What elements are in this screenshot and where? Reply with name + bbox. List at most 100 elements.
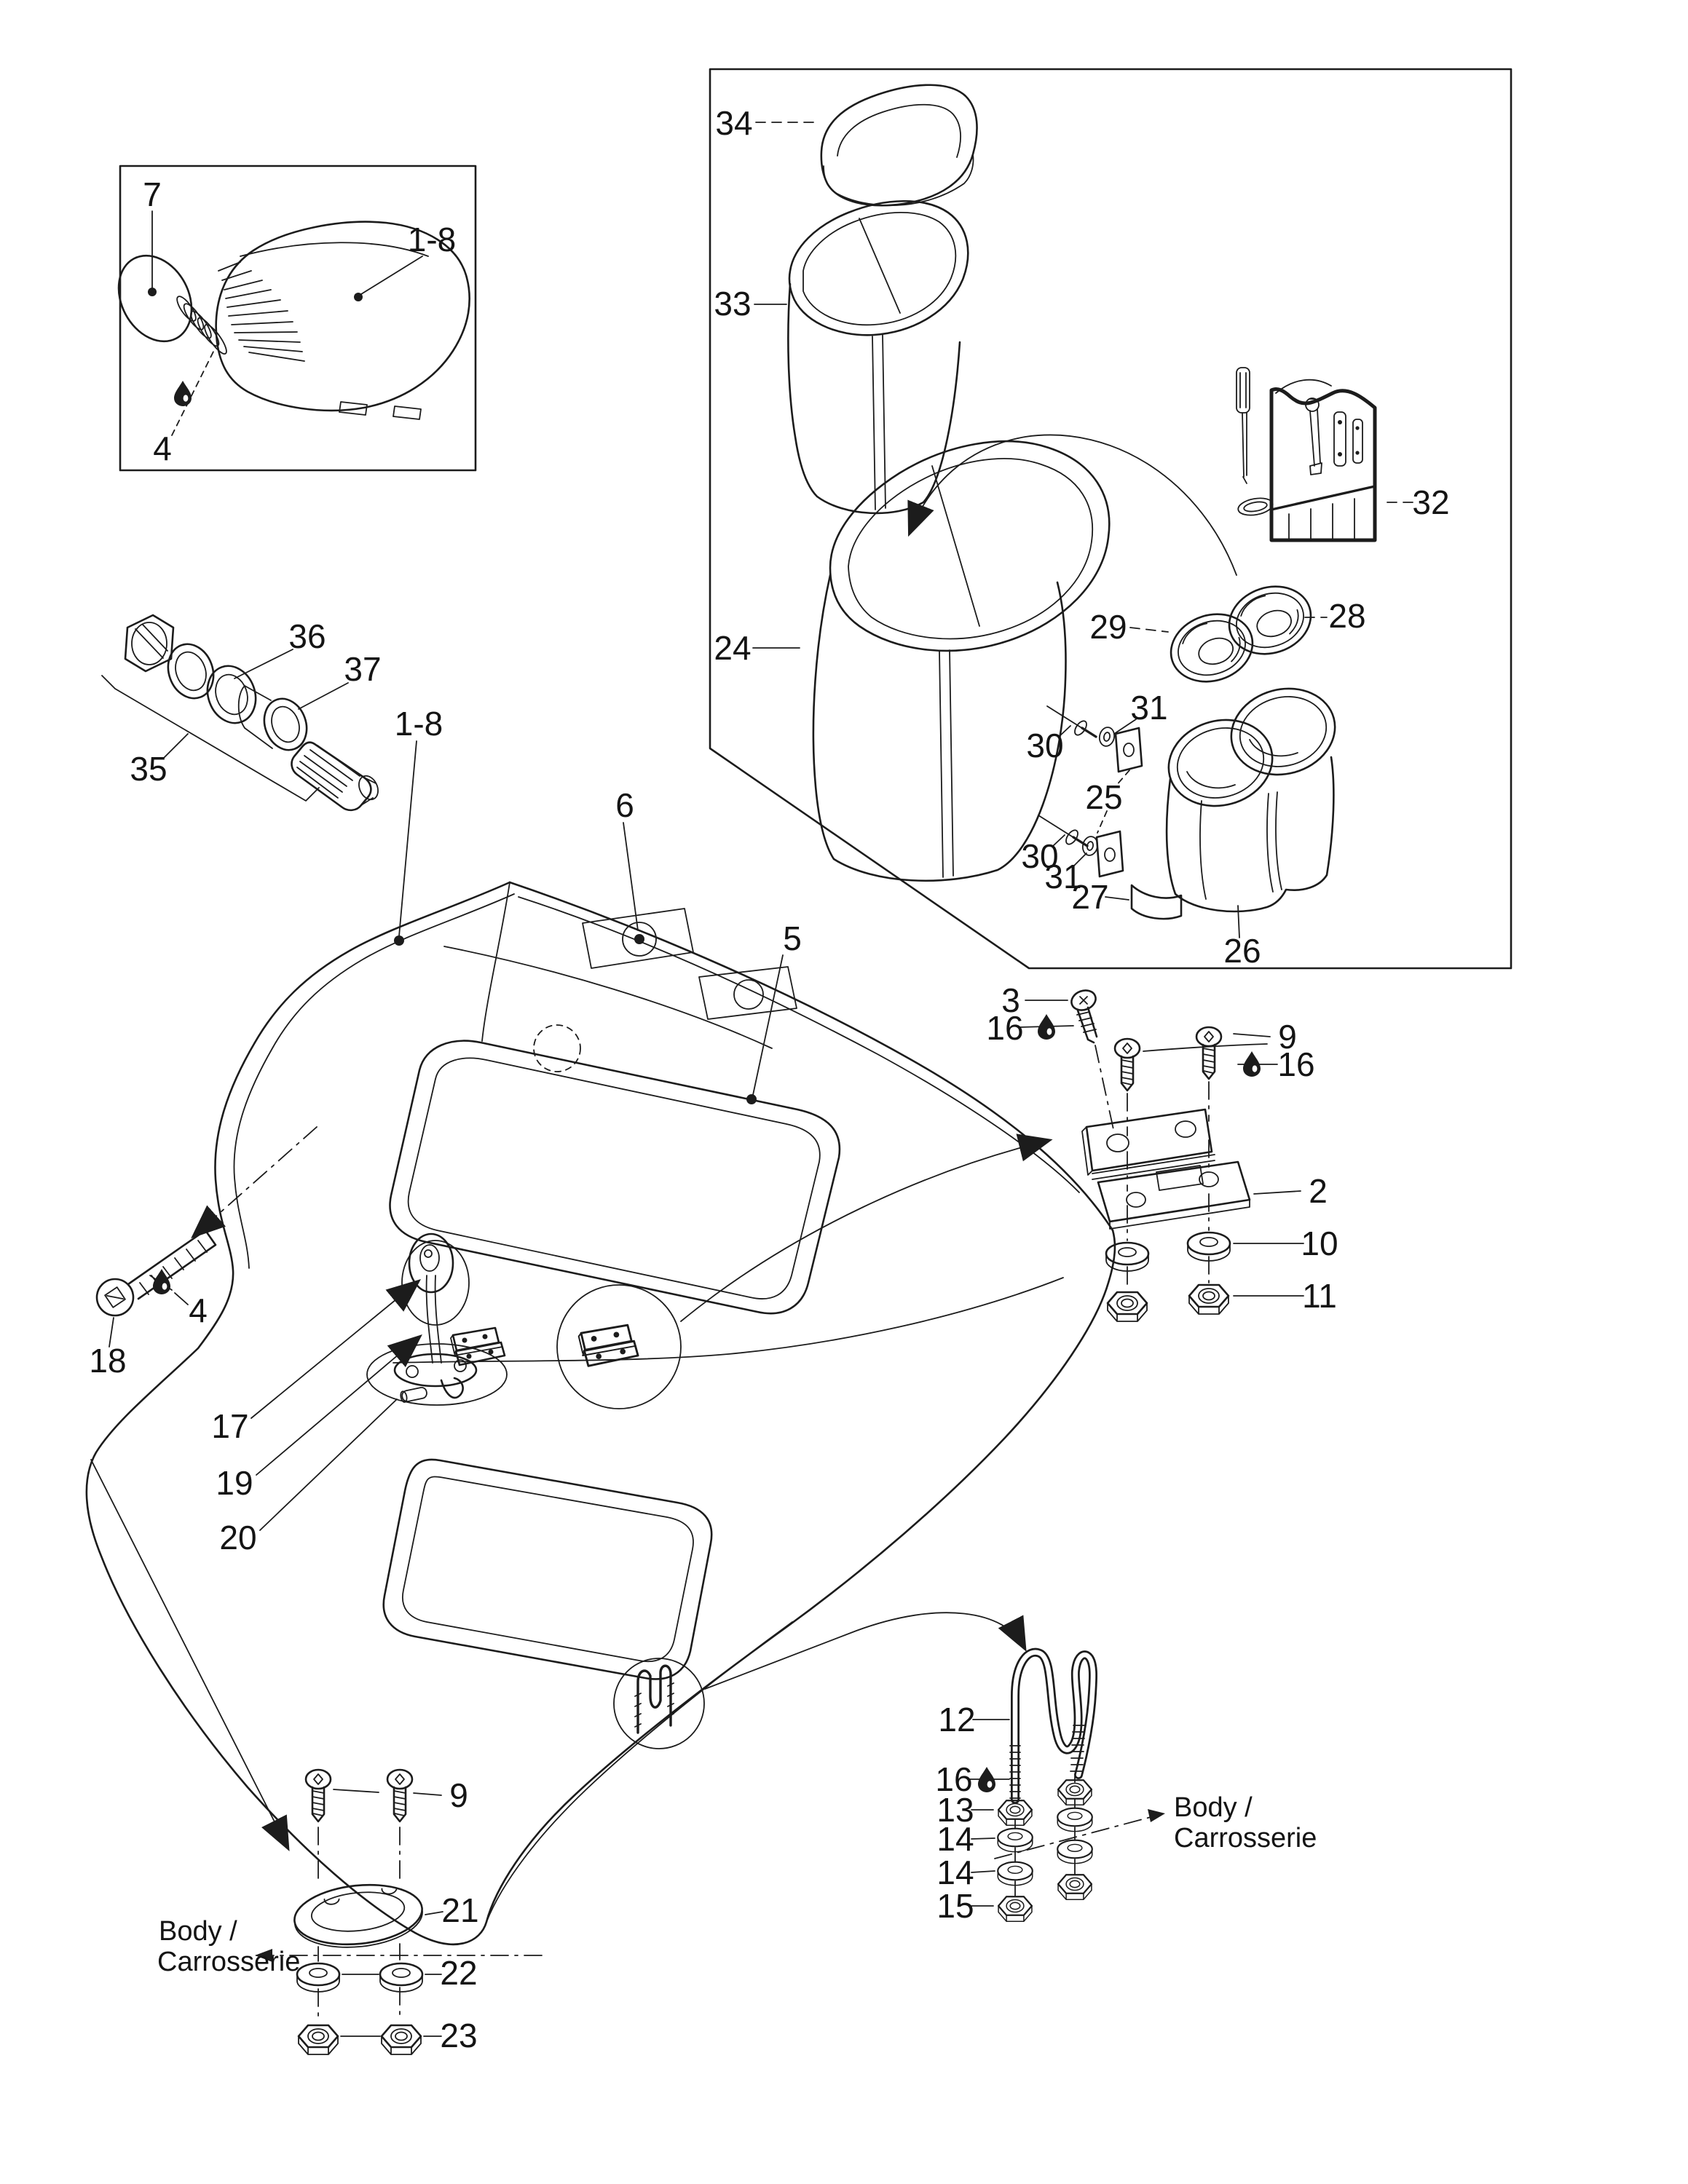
dashed-hole-marker [533,1024,581,1072]
mount-washer-22 [296,1962,341,1993]
callout-35: 35 [130,750,167,788]
callout-4-seat: 4 [153,430,172,467]
callout-21: 21 [441,1891,478,1929]
leader-19 [256,1334,422,1476]
second-recess [698,966,797,1020]
callout-13: 13 [936,1791,974,1829]
threaded-plug-37 [291,741,379,812]
seat-tabs [339,401,422,420]
callout-29: 29 [1089,608,1127,646]
seat-body-outline [215,221,470,412]
body-split-line [994,1816,1154,1859]
socket-bar-icons [1333,411,1363,467]
nut-11 [1106,1291,1148,1323]
console-panel: 1-8 6 5 17 19 20 [85,705,1116,1945]
leader-4 [171,347,216,436]
lower-opening [382,1458,713,1680]
seat-inset: 7 1-8 4 [117,165,477,472]
callout-34: 34 [715,104,752,142]
callout-20: 20 [219,1519,256,1556]
group-bracket [101,675,320,802]
mount-direction-arrow [90,1459,290,1851]
upper-opening [389,1040,841,1315]
holder-base-lip [1130,884,1183,920]
mount-ring-21 [293,1883,423,1948]
body-arrowhead [255,1949,272,1962]
panel-crease [481,882,510,1042]
tool-kit-pouch [1236,367,1377,542]
panel-top-edge [508,881,1114,1232]
storage-box-inset: 34 33 24 [709,68,1513,970]
callout-16-ubolt: 16 [935,1760,972,1798]
body-label-right-1: Body / [1174,1792,1253,1823]
callout-6: 6 [615,786,634,824]
callout-3: 3 [1001,981,1020,1019]
cap-28 [1219,575,1321,665]
callout-16-right: 16 [1277,1045,1314,1083]
body-label-right-2: Carrosserie [1174,1823,1317,1853]
rivet-set-top [1046,705,1143,773]
fastener-group-35: 35 36 37 [101,614,382,812]
detail-arrow [680,1133,1053,1322]
hinge-magnifier-circle [556,1284,682,1409]
callout-17: 17 [211,1407,248,1445]
body-label-left-2: Carrosserie [157,1947,300,1977]
leader-17 [251,1279,422,1419]
u-bolt-nut [1057,1874,1093,1901]
mount-washer-22 [379,1962,424,1993]
mount-nut-23 [297,2024,339,2056]
box-lid [820,84,978,207]
panel-outline-inner [233,893,515,1269]
callout-12: 12 [938,1701,975,1738]
side-screw-18: 4 18 [89,1126,318,1380]
callout-14-upper: 14 [936,1820,974,1858]
callout-5: 5 [783,919,802,957]
callout-30-bottom: 30 [1021,837,1058,875]
callout-1-8-panel: 1-8 [395,705,443,743]
callout-36: 36 [288,617,326,655]
lubricant-drop-icon [174,381,192,406]
callout-32: 32 [1412,483,1449,521]
seat-grip-oval [117,254,193,343]
callout-22: 22 [440,1954,477,1992]
wrench-icon [1305,397,1322,475]
callout-37: 37 [344,650,381,688]
inner-bin [787,199,969,515]
seat-bellows [176,296,227,355]
callout-25: 25 [1085,778,1122,816]
callout-9-hinge: 9 [1278,1018,1297,1056]
hinge-screw-3 [1070,989,1115,1133]
latch-parts [366,1233,508,1406]
stow-direction-arrow [907,434,1237,576]
callout-28: 28 [1328,597,1365,635]
screw-recess-6 [582,908,694,969]
lubricant-drop-icon [978,1767,995,1792]
callout-4-panel: 4 [189,1291,208,1329]
mount-nut-23 [380,2024,422,2056]
flanged-bushing-37 [237,685,308,751]
seat-hatch-fan [218,261,305,362]
mount-screw-9 [386,1768,414,1823]
callout-27: 27 [1071,878,1108,916]
callout-33: 33 [714,285,751,323]
callout-2: 2 [1309,1172,1328,1210]
u-bolt-nut-15 [997,1896,1033,1923]
leader-20 [259,1398,398,1531]
body-label-left-1: Body / [159,1916,237,1947]
lubricant-drop-icon [1038,1014,1055,1040]
lubricant-drop-icon [1243,1051,1261,1077]
hinge-2 [1081,1108,1251,1230]
hinge-screw-middle [1113,1037,1141,1092]
mount-screw-9 [304,1768,332,1823]
callout-19: 19 [216,1464,253,1502]
callout-9-bottom: 9 [449,1776,468,1814]
seat-body-crease [240,242,429,257]
panel-face-line [443,946,773,1049]
panel-bottom-inner [486,1621,793,1923]
leader-1-8 [360,256,423,295]
nut-11 [1188,1283,1230,1315]
callout-15: 15 [936,1887,974,1925]
panel-outline [85,881,1116,1945]
u-bolt-assembly: 12 16 13 14 14 15 Body / Carrosserie [704,1612,1317,1925]
